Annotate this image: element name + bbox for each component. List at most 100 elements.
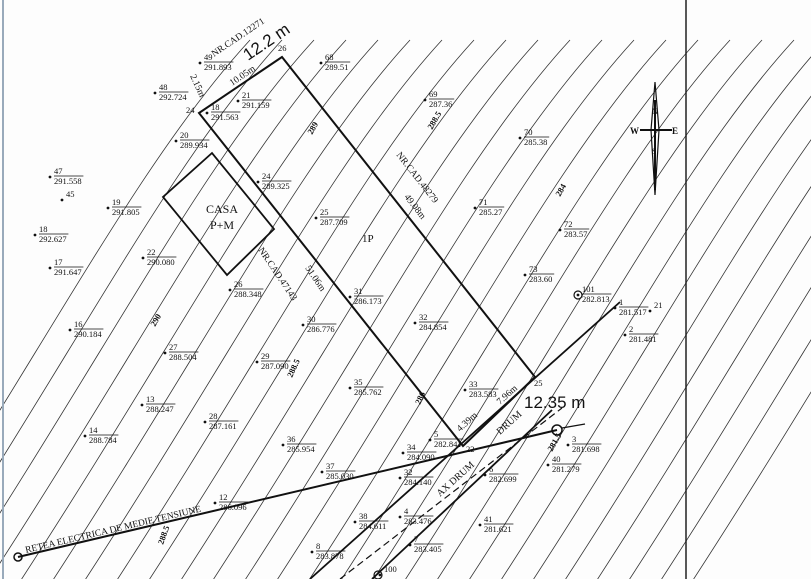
survey-point[interactable]: 100 — [378, 564, 397, 577]
point-elevation: 285.27 — [479, 207, 502, 217]
point-marker — [33, 233, 37, 237]
north-arrow-icon: N S W E — [630, 81, 678, 196]
point-marker — [153, 91, 157, 95]
point-marker — [301, 323, 305, 327]
survey-point[interactable]: 21 — [648, 300, 663, 313]
point-marker — [546, 463, 550, 467]
survey-point[interactable]: 45 — [60, 189, 75, 202]
point-id: 7 — [414, 534, 418, 544]
contour-line — [533, 139, 811, 579]
point-id: 13 — [146, 394, 155, 404]
contour-line — [53, 39, 411, 579]
point-marker — [348, 386, 352, 390]
point-elevation: 285.030 — [326, 471, 354, 481]
point-elevation: 291.558 — [54, 176, 82, 186]
point-elevation: 283.476 — [404, 516, 432, 526]
point-marker — [163, 351, 167, 355]
point-id: 2 — [629, 324, 633, 334]
contour-label: 289 — [305, 120, 320, 136]
point-elevation: 281.698 — [572, 444, 600, 454]
point-elevation: 284.140 — [404, 477, 432, 487]
point-marker — [518, 136, 522, 140]
point-marker — [408, 543, 412, 547]
point-elevation: 288.348 — [234, 289, 262, 299]
point-elevation: 289.51 — [325, 62, 348, 72]
house-footprint[interactable] — [161, 151, 276, 277]
point-marker — [281, 443, 285, 447]
contour-line — [597, 235, 811, 579]
point-id: 6 — [489, 464, 493, 474]
point-elevation: 288.504 — [169, 352, 197, 362]
parcel-boundary[interactable] — [197, 55, 537, 448]
point-marker — [228, 288, 232, 292]
point-elevation: 289.934 — [180, 140, 208, 150]
contour-line — [0, 39, 251, 411]
point-elevation: 291.805 — [112, 207, 140, 217]
survey-station-icon — [373, 570, 383, 579]
point-id: 20 — [180, 130, 189, 140]
point-elevation: 287.161 — [209, 421, 237, 431]
point-id: 27 — [169, 342, 178, 352]
point-id: 12 — [219, 492, 228, 502]
point-id: 16 — [74, 319, 83, 329]
survey-station-icon — [573, 290, 583, 300]
point-marker — [378, 573, 382, 577]
point-elevation: 281.621 — [484, 524, 512, 534]
point-marker — [198, 61, 202, 65]
point-id: 33 — [469, 379, 478, 389]
point-marker — [213, 501, 217, 505]
point-elevation: 283.583 — [469, 389, 497, 399]
vertex-label: 25 — [534, 378, 543, 388]
point-id: 32 — [419, 312, 428, 322]
point-marker — [310, 550, 314, 554]
contour-line — [309, 39, 667, 579]
